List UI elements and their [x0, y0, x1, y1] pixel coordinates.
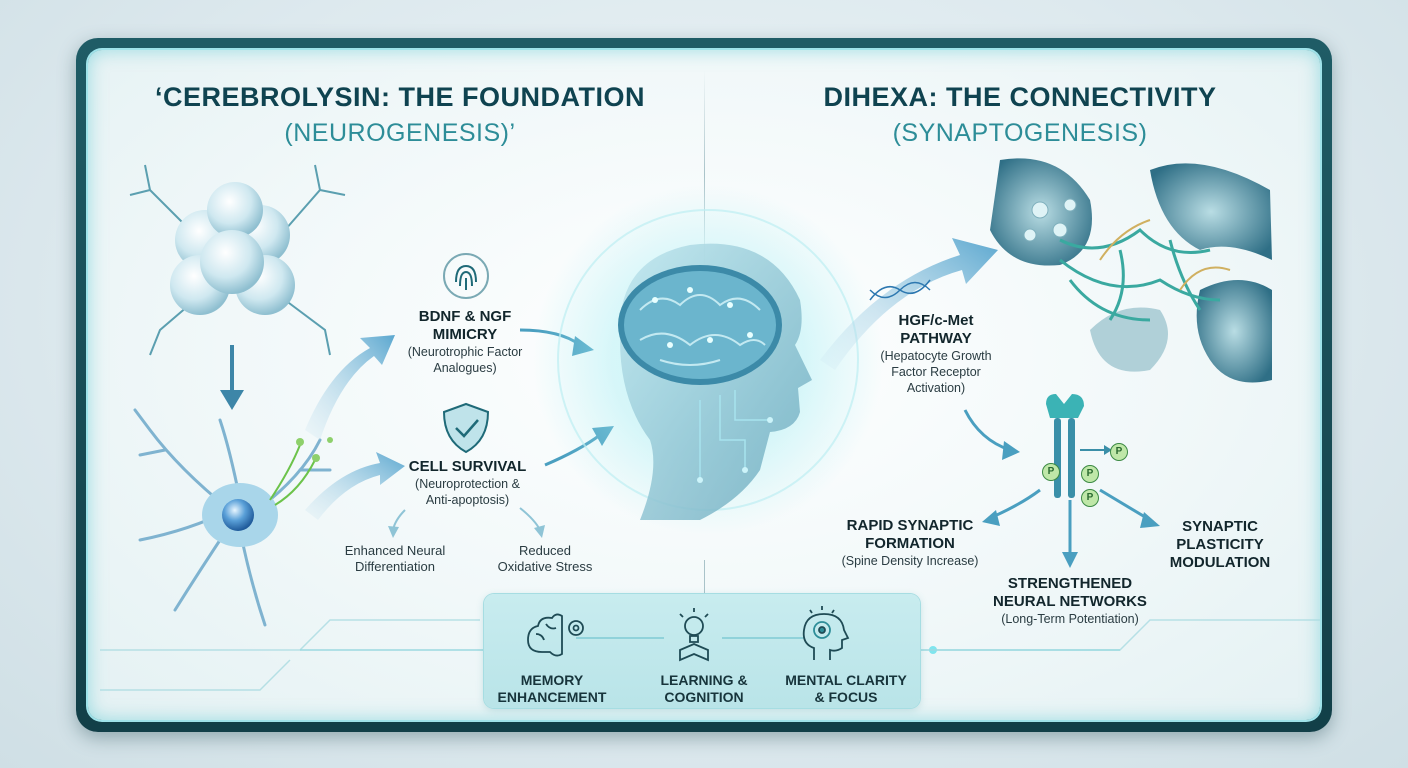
- bdnf-ngf-node: BDNF & NGF MIMICRY (Neurotrophic Factor …: [380, 308, 550, 376]
- differentiation-node: Enhanced Neural Differentiation: [325, 543, 465, 575]
- brain-gear-icon: [527, 613, 584, 657]
- differentiation-line2: Differentiation: [355, 559, 435, 574]
- plasticity-title3: MODULATION: [1169, 554, 1271, 571]
- benefit-learning: LEARNING & COGNITION: [644, 672, 764, 706]
- right-title: DIHEXA: THE CONNECTIVITY (SYNAPTOGENESIS…: [760, 82, 1280, 148]
- neuron-cell: [133, 408, 333, 627]
- center-divider: [704, 70, 705, 280]
- oxidative-line1: Reduced: [518, 543, 572, 558]
- left-title-line1: ‘CEREBROLYSIN: THE FOUNDATION: [154, 82, 646, 112]
- bdnf-sub1: (Neurotrophic Factor: [407, 345, 523, 359]
- oxidative-line2: Oxidative Stress: [497, 559, 593, 574]
- rapid-title2: FORMATION: [865, 535, 955, 552]
- hgf-title2: PATHWAY: [900, 330, 972, 347]
- oxidative-stress-node: Reduced Oxidative Stress: [480, 543, 610, 575]
- benefit-memory-line2: ENHANCEMENT: [497, 689, 607, 705]
- benefit-clarity-line2: & FOCUS: [814, 689, 878, 705]
- networks-sub1: (Long-Term Potentiation): [1001, 612, 1139, 626]
- rapid-synaptic-node: RAPID SYNAPTIC FORMATION (Spine Density …: [820, 517, 1000, 569]
- survival-sub1: (Neuroprotection &: [415, 477, 520, 491]
- hgf-title1: HGF/c-Met: [898, 312, 974, 329]
- left-title-line2: (NEUROGENESIS)’: [284, 119, 516, 147]
- arrow-to-survival: [305, 452, 405, 520]
- cell-survival-node: CELL SURVIVAL (Neuroprotection & Anti-ap…: [385, 458, 550, 508]
- synapse-illustration: [990, 158, 1272, 383]
- hgf-sub3: Activation): [906, 381, 966, 395]
- shield-check-icon: [442, 402, 490, 454]
- benefit-learning-line2: COGNITION: [664, 689, 744, 705]
- dna-helix-icon: [869, 279, 931, 301]
- center-divider-lower: [704, 560, 705, 600]
- head-focus-icon: [802, 606, 850, 660]
- hgf-cmet-node: HGF/c-Met PATHWAY (Hepatocyte Growth Fac…: [856, 312, 1016, 396]
- arrow-to-bdnf: [305, 335, 395, 440]
- right-title-line1: DIHEXA: THE CONNECTIVITY: [823, 82, 1217, 112]
- benefit-learning-line1: LEARNING &: [660, 672, 748, 688]
- arrow-to-synapse: [820, 238, 998, 370]
- benefit-clarity: MENTAL CLARITY & FOCUS: [776, 672, 916, 706]
- phospho-badge: P: [1081, 489, 1099, 507]
- stem-cell-cluster: [129, 164, 346, 356]
- networks-title2: NEURAL NETWORKS: [993, 593, 1147, 610]
- differentiation-line1: Enhanced Neural: [344, 543, 446, 558]
- hgf-sub1: (Hepatocyte Growth: [880, 349, 992, 363]
- plasticity-title1: SYNAPTIC: [1182, 518, 1258, 535]
- left-title: ‘CEREBROLYSIN: THE FOUNDATION (NEUROGENE…: [120, 82, 680, 148]
- networks-title1: STRENGTHENED: [1007, 575, 1133, 592]
- hgf-sub2: Factor Receptor: [891, 365, 981, 379]
- right-title-line2: (SYNAPTOGENESIS): [892, 119, 1148, 147]
- phospho-badge: P: [1042, 463, 1060, 481]
- phospho-badge: P: [1081, 465, 1099, 483]
- benefit-icons: [527, 606, 850, 662]
- rapid-sub1: (Spine Density Increase): [841, 554, 979, 568]
- survival-title: CELL SURVIVAL: [408, 458, 527, 475]
- benefit-clarity-line1: MENTAL CLARITY: [785, 672, 907, 688]
- bdnf-sub2: Analogues): [433, 361, 497, 375]
- phospho-badge: P: [1110, 443, 1128, 461]
- neural-networks-node: STRENGTHENED NEURAL NETWORKS (Long-Term …: [980, 575, 1160, 627]
- bdnf-title1: BDNF & NGF: [418, 308, 512, 325]
- bdnf-title2: MIMICRY: [432, 326, 498, 343]
- survival-sub2: Anti-apoptosis): [425, 493, 510, 507]
- benefit-memory: MEMORY ENHANCEMENT: [492, 672, 612, 706]
- down-arrow: [220, 345, 244, 410]
- plasticity-node: SYNAPTIC PLASTICITY MODULATION: [1155, 518, 1285, 572]
- benefit-memory-line1: MEMORY: [520, 672, 584, 688]
- brain-head-illustration: [533, 185, 883, 535]
- rapid-title1: RAPID SYNAPTIC: [846, 517, 974, 534]
- book-lightbulb-icon: [679, 608, 709, 662]
- plasticity-title2: PLASTICITY: [1176, 536, 1264, 553]
- c-met-receptor-icon: [1046, 394, 1112, 498]
- benefits-panel: MEMORY ENHANCEMENT LEARNING & COGNITION …: [484, 594, 920, 708]
- fingerprint-icon: [443, 253, 489, 299]
